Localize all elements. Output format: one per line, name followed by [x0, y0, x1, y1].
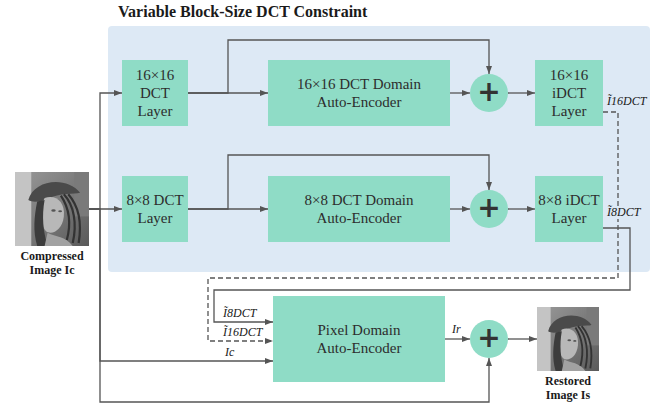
process-box: 16×16 DCT Layer	[122, 60, 188, 126]
constraint-band	[108, 26, 650, 272]
box-label: 8×8 DCT Domain Auto-Encoder	[288, 191, 430, 227]
photo-illustration	[537, 307, 599, 371]
plus-sign: +	[477, 324, 500, 352]
process-box: 16×16 DCT Domain Auto-Encoder	[268, 60, 450, 126]
box-label: Pixel Domain Auto-Encoder	[303, 321, 415, 357]
constraint-region: Variable Block-Size DCT Constraint16×16 …	[108, 26, 650, 272]
math-label: Ĩ8DCT	[222, 307, 257, 320]
math-label: Ĩ16DCT	[606, 95, 647, 108]
sum-node: +	[470, 320, 508, 358]
box-label: 16×16 DCT Layer	[125, 66, 185, 120]
image-caption: Restored Image Is	[530, 374, 606, 402]
sum-node: +	[470, 74, 508, 112]
box-label: 8×8 DCT Layer	[125, 191, 185, 227]
process-box: 8×8 DCT Domain Auto-Encoder	[268, 176, 450, 242]
connector-arrow	[450, 208, 470, 209]
edge-label: Ic	[224, 346, 235, 359]
connector-arrow	[508, 208, 535, 209]
image-caption: Compressed Image Ic	[10, 249, 94, 277]
plus-sign: +	[477, 194, 500, 222]
image-node: Compressed Image Ic	[10, 172, 94, 277]
image-node: Restored Image Is	[530, 307, 606, 402]
process-box: 8×8 DCT Layer	[122, 176, 188, 242]
box-label: 8×8 iDCT Layer	[538, 191, 600, 227]
process-box: Pixel Domain Auto-Encoder	[273, 296, 445, 382]
photo-illustration	[15, 172, 89, 246]
math-label: Ĩ8DCT	[606, 206, 641, 219]
plus-sign: +	[477, 78, 500, 106]
edge-label: Ir	[451, 323, 462, 336]
connector-arrow	[89, 93, 122, 209]
connector-arrow	[508, 338, 537, 339]
box-label: 16×16 iDCT Layer	[538, 66, 600, 120]
connector-arrow	[450, 92, 470, 93]
connector-arrow	[508, 92, 535, 93]
sum-node: +	[470, 190, 508, 228]
box-label: 16×16 DCT Domain Auto-Encoder	[288, 75, 430, 111]
process-box: 8×8 iDCT Layer	[535, 176, 603, 242]
connector-arrow	[445, 338, 470, 339]
process-box: 16×16 iDCT Layer	[535, 60, 603, 126]
region-title: Variable Block-Size DCT Constraint	[118, 2, 367, 22]
math-label: Ĩ16DCT	[222, 326, 263, 339]
